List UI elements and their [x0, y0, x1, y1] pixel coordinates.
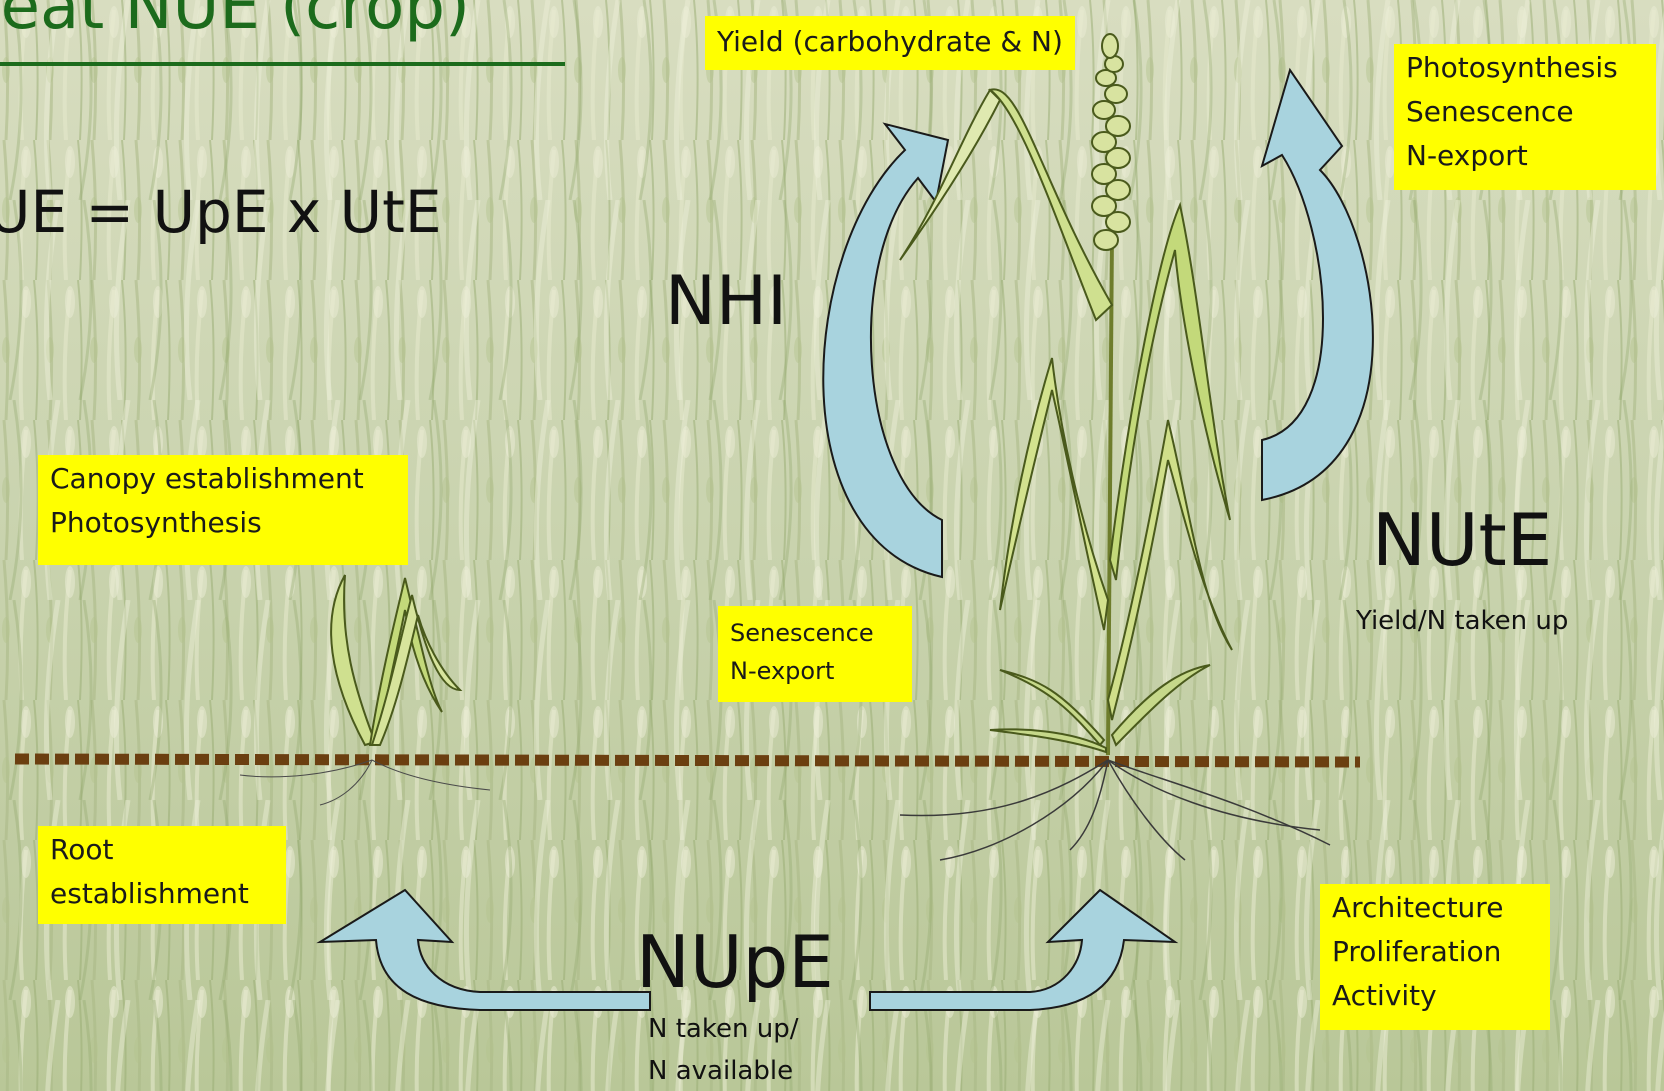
box-line: Canopy establishment [50, 457, 396, 501]
box-line: N-export [730, 652, 900, 690]
nupe-definition-line: N available [648, 1050, 798, 1091]
canopy-box: Canopy establishment Photosynthesis [38, 455, 408, 565]
box-line: Senescence [1406, 90, 1644, 134]
architecture-box: Architecture Proliferation Activity [1320, 884, 1550, 1030]
slide-title: heat NUE (crop) [0, 0, 470, 44]
root-box: Root establishment [38, 826, 286, 924]
nute-definition: Yield/N taken up [1356, 600, 1568, 642]
nupe-definition: N taken up/ N available [648, 1008, 798, 1091]
equation: UE = UpE x UtE [0, 178, 442, 246]
nupe-label: NUpE [636, 920, 834, 1004]
soil-surface-line [15, 759, 1360, 762]
box-line: Proliferation [1332, 930, 1538, 974]
photosynthesis-senescence-box: Photosynthesis Senescence N-export [1394, 44, 1656, 190]
nhi-label: NHI [665, 262, 787, 341]
nute-label: NUtE [1372, 498, 1552, 582]
box-line: Photosynthesis [50, 501, 396, 545]
title-underline [0, 62, 565, 66]
box-line: Photosynthesis [1406, 46, 1644, 90]
box-line: Senescence [730, 614, 900, 652]
box-line: Root [50, 828, 274, 872]
yield-box: Yield (carbohydrate & N) [705, 16, 1075, 70]
box-line: establishment [50, 872, 274, 916]
nupe-definition-line: N taken up/ [648, 1008, 798, 1050]
senescence-box: Senescence N-export [718, 606, 912, 702]
box-line: Architecture [1332, 886, 1538, 930]
box-line: Activity [1332, 974, 1538, 1018]
box-line: N-export [1406, 134, 1644, 178]
